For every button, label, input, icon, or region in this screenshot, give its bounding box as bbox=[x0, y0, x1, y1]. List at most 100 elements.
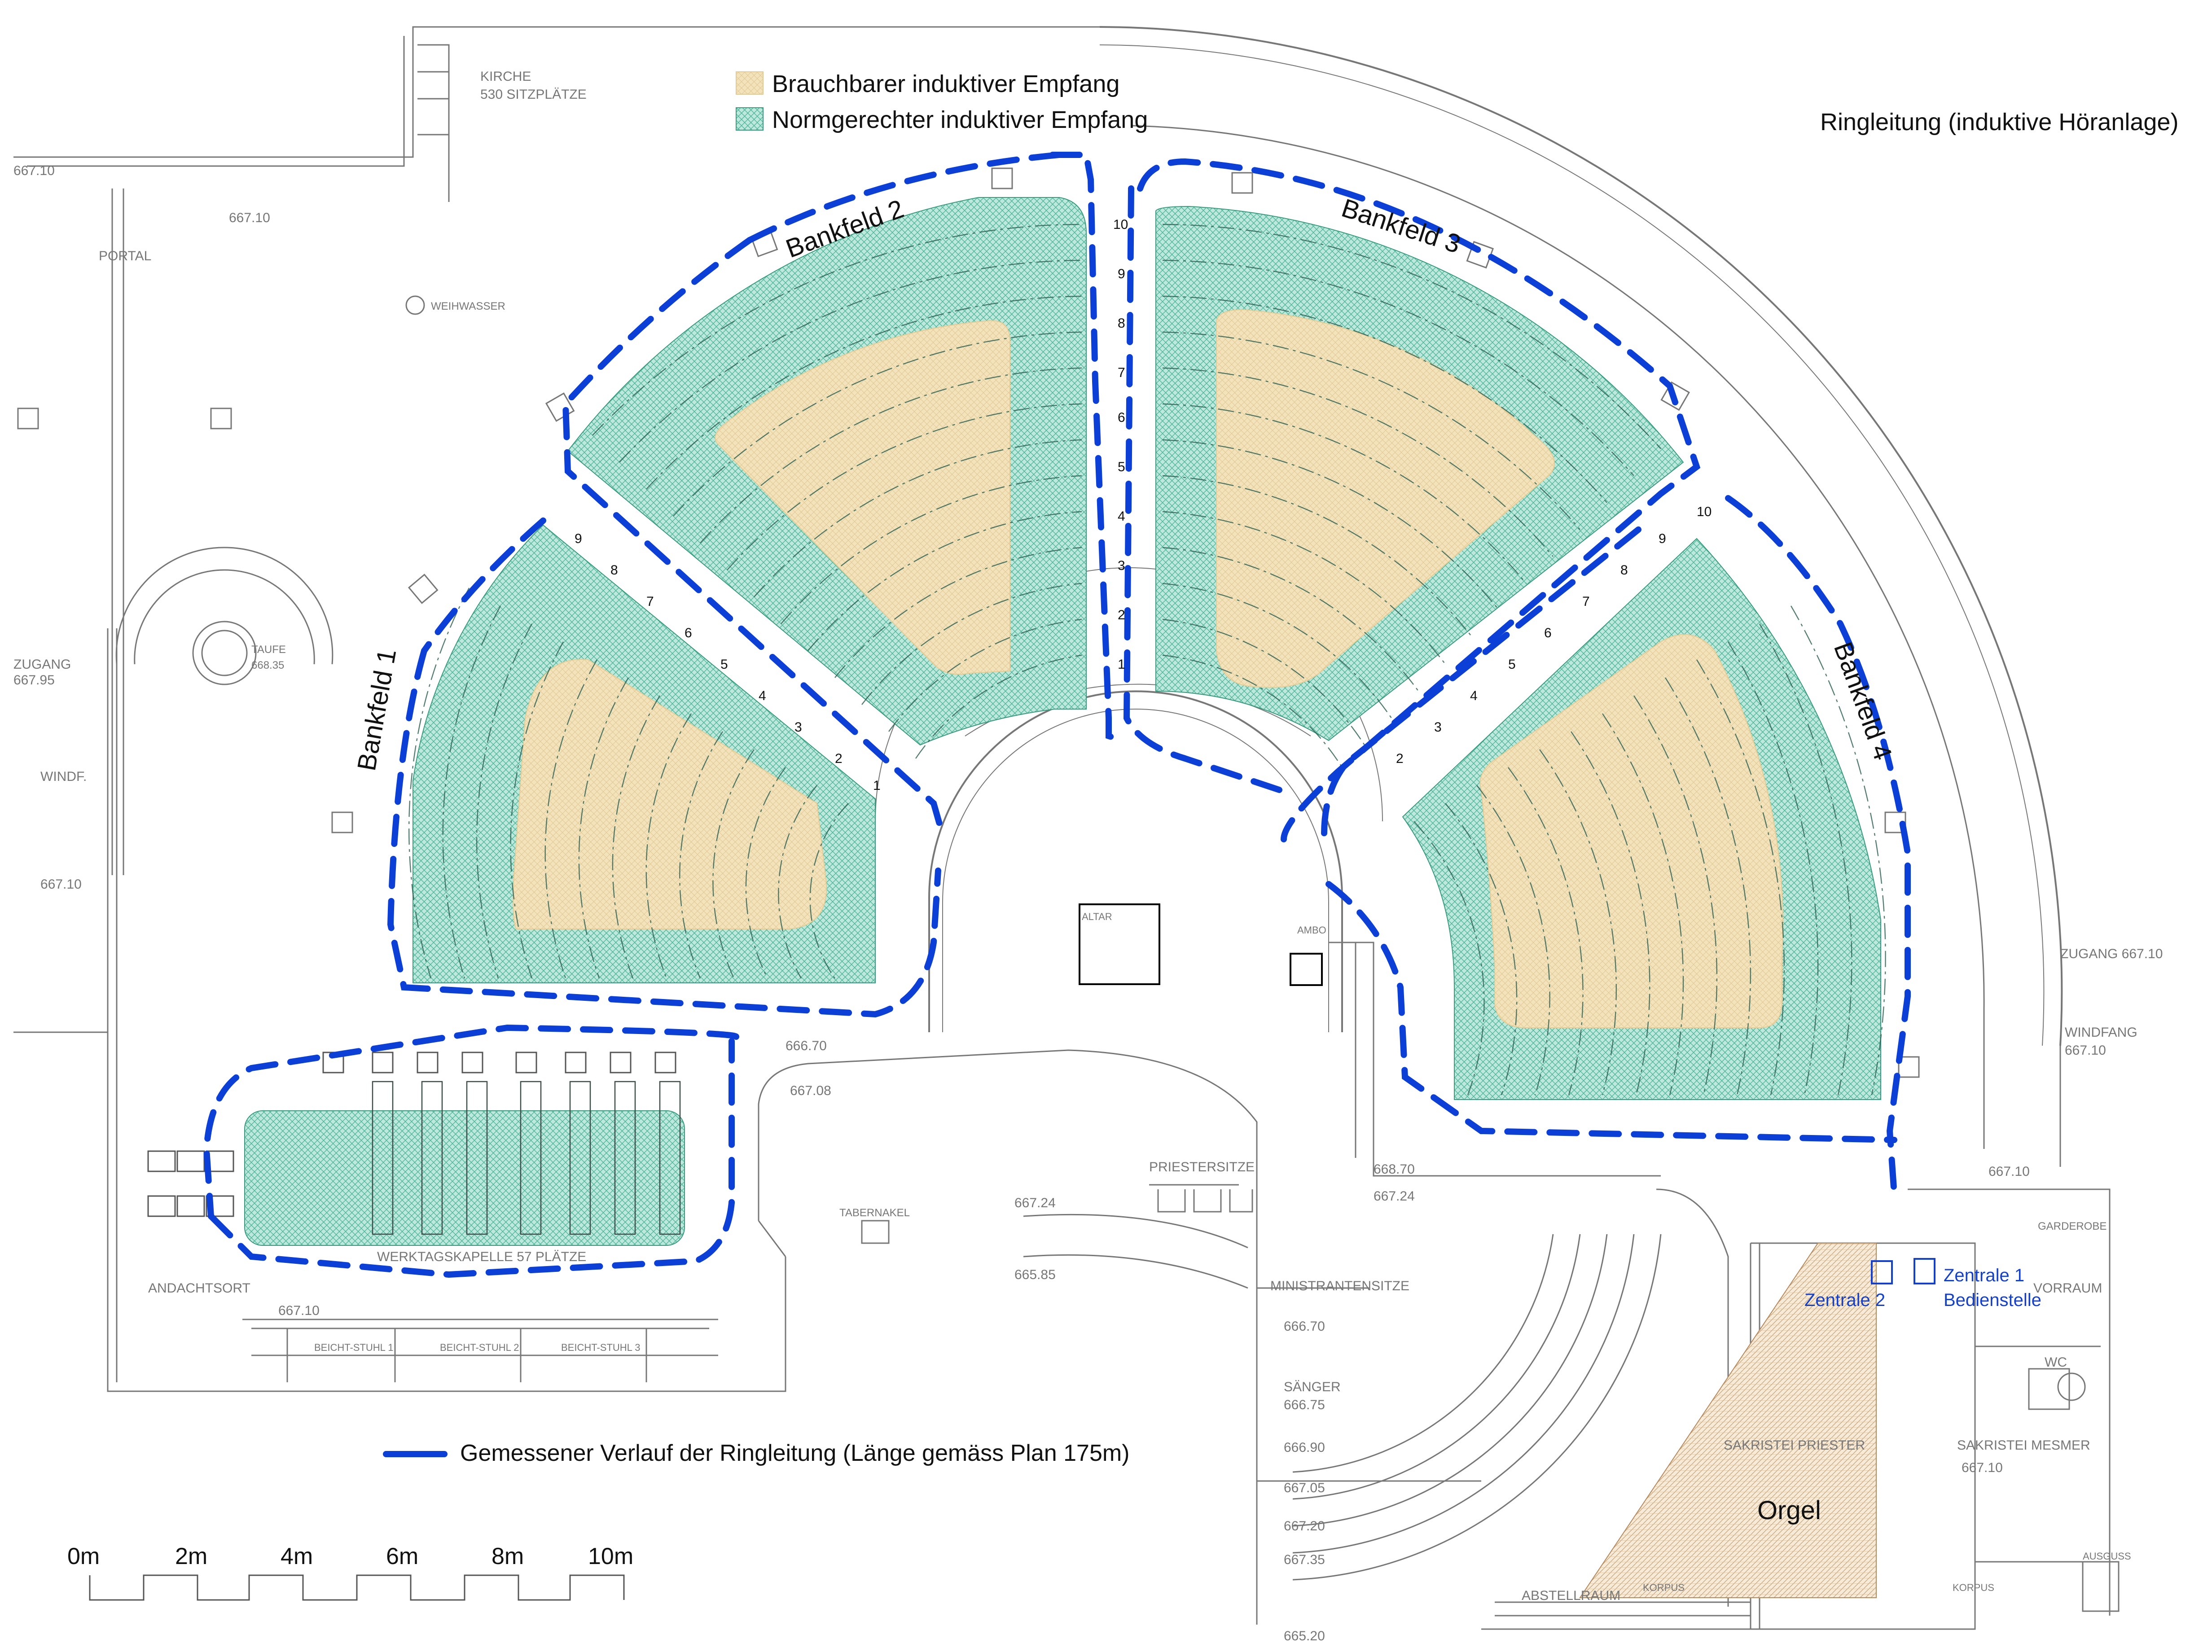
level-label: 665.20 bbox=[1284, 1629, 1325, 1643]
room-label-ambo: AMBO bbox=[1297, 925, 1326, 936]
level-label: 667.20 bbox=[1284, 1519, 1325, 1534]
level-label: 668.70 bbox=[1374, 1162, 1415, 1177]
room-label-singers: SÄNGER bbox=[1284, 1380, 1341, 1394]
scale-label: 8m bbox=[492, 1543, 524, 1569]
room-label-church: KIRCHE bbox=[480, 69, 531, 84]
bankfeld-2-usable-zone bbox=[715, 320, 1010, 675]
zentrale-2-label: Zentrale 2 bbox=[1804, 1290, 1885, 1310]
room-label-wc: WC bbox=[2045, 1355, 2067, 1370]
room-label-windfang: WINDF. bbox=[40, 769, 87, 784]
row-num: 10 bbox=[1697, 504, 1712, 519]
room-label-wardrobe: GARDEROBE bbox=[2038, 1220, 2107, 1232]
room-label-seats: 530 SITZPLÄTZE bbox=[480, 87, 587, 102]
bankfeld-3-usable-zone bbox=[1216, 309, 1555, 688]
row-num: 5 bbox=[1508, 657, 1516, 672]
scale-label: 10m bbox=[588, 1543, 633, 1569]
row-num: 6 bbox=[1118, 410, 1125, 425]
scale-label: 4m bbox=[281, 1543, 313, 1569]
room-label-corpus: KORPUS bbox=[1643, 1582, 1685, 1593]
row-num: 3 bbox=[794, 720, 802, 735]
row-num: 1 bbox=[873, 778, 881, 793]
zentrale-1-box bbox=[1914, 1258, 1936, 1284]
chapel-pews bbox=[372, 1081, 681, 1235]
room-label-tabernacle: TABERNAKEL bbox=[839, 1207, 910, 1219]
level-label: 667.08 bbox=[790, 1083, 831, 1098]
room-label-windfang-right: WINDFANG bbox=[2065, 1025, 2137, 1040]
scale-bar bbox=[89, 1574, 625, 1601]
room-label-ministrant: MINISTRANTENSITZE bbox=[1270, 1279, 1409, 1293]
room-label-entrance-right: ZUGANG 667.10 bbox=[2060, 947, 2163, 961]
room-label-organ: Orgel bbox=[1757, 1496, 1821, 1525]
room-label-entrance-left-level: 667.95 bbox=[13, 673, 55, 688]
row-num: 4 bbox=[1118, 509, 1125, 524]
level-label: 666.70 bbox=[786, 1039, 827, 1053]
bankfeld-4-label: Bankfeld 4 bbox=[1828, 638, 1898, 764]
bankfeld-1-usable-zone bbox=[513, 659, 827, 929]
level-label: 666.90 bbox=[1284, 1440, 1325, 1455]
legend-standard-swatch bbox=[736, 107, 764, 131]
room-label-chapel: WERKTAGSKAPELLE 57 PLÄTZE bbox=[377, 1249, 586, 1264]
level-label: 667.24 bbox=[1014, 1196, 1056, 1210]
legend-loop-label: Gemessener Verlauf der Ringleitung (Läng… bbox=[460, 1440, 1130, 1466]
zentrale-2-box bbox=[1871, 1260, 1893, 1284]
room-label-outlet: AUSGUSS bbox=[2083, 1551, 2131, 1562]
zentrale-1-sublabel: Bedienstelle bbox=[1944, 1290, 2041, 1310]
row-num: 3 bbox=[1434, 720, 1442, 735]
row-num: 9 bbox=[575, 531, 582, 546]
room-label-confession3: BEICHT-STUHL 3 bbox=[561, 1342, 640, 1353]
zentrale-1-label: Zentrale 1 bbox=[1944, 1266, 2024, 1285]
row-num: 5 bbox=[1118, 460, 1125, 474]
page-title: Ringleitung (induktive Höranlage) bbox=[1820, 109, 2178, 136]
level-label: 667.10 bbox=[13, 163, 55, 178]
row-num: 2 bbox=[835, 751, 843, 766]
level-label: 667.10 bbox=[1988, 1164, 2030, 1179]
row-numbers-left: 1 2 3 4 5 6 7 8 9 bbox=[575, 531, 881, 793]
scale-label: 2m bbox=[175, 1543, 207, 1569]
room-label-holy-water: WEIHWASSER bbox=[431, 300, 505, 312]
row-num: 7 bbox=[1118, 365, 1125, 380]
row-num: 9 bbox=[1659, 531, 1666, 546]
row-num: 6 bbox=[685, 626, 692, 640]
room-label-prayer-place: ANDACHTSORT bbox=[148, 1281, 250, 1296]
room-label-portal: PORTAL bbox=[99, 249, 151, 263]
legend-usable-swatch bbox=[736, 71, 764, 95]
level-label: 667.10 bbox=[40, 877, 82, 892]
level-label: 667.05 bbox=[1284, 1481, 1325, 1495]
row-num: 9 bbox=[1118, 267, 1125, 281]
row-num: 6 bbox=[1544, 626, 1552, 640]
chapel-standard-zone bbox=[244, 1110, 685, 1246]
row-num: 10 bbox=[1113, 217, 1128, 232]
level-label: 666.75 bbox=[1284, 1398, 1325, 1412]
level-label: 667.35 bbox=[1284, 1552, 1325, 1567]
room-label-baptism-level: 668.35 bbox=[251, 659, 284, 671]
legend-usable-label: Brauchbarer induktiver Empfang bbox=[772, 70, 1119, 97]
room-label-baptism: TAUFE bbox=[251, 644, 286, 656]
row-numbers-right: 2 3 4 5 6 7 8 9 10 bbox=[1396, 504, 1712, 766]
room-label-altar: ALTAR bbox=[1082, 911, 1112, 922]
row-num: 5 bbox=[720, 657, 728, 672]
legend-standard-label: Normgerechter induktiver Empfang bbox=[772, 106, 1148, 133]
level-label: 667.10 bbox=[1962, 1460, 2003, 1475]
row-numbers-center: 1 2 3 4 5 6 7 8 9 10 bbox=[1113, 217, 1128, 672]
room-label-storage: ABSTELLRAUM bbox=[1522, 1588, 1620, 1603]
level-label: 667.24 bbox=[1374, 1189, 1415, 1204]
level-label: 667.10 bbox=[2065, 1043, 2106, 1058]
row-num: 8 bbox=[1118, 316, 1125, 331]
room-label-sacristy-mesmer: SAKRISTEI MESMER bbox=[1957, 1438, 2090, 1453]
row-num: 2 bbox=[1396, 751, 1404, 766]
row-num: 3 bbox=[1118, 558, 1125, 573]
organ-zone bbox=[1579, 1243, 1877, 1598]
scale-label: 6m bbox=[386, 1543, 418, 1569]
row-num: 7 bbox=[1582, 594, 1590, 609]
room-label-corpus-2: KORPUS bbox=[1953, 1582, 1994, 1593]
room-label-confession1: BEICHT-STUHL 1 bbox=[314, 1342, 393, 1353]
row-num: 7 bbox=[646, 594, 654, 609]
row-num: 8 bbox=[1620, 563, 1628, 578]
room-label-sacristy-priest: SAKRISTEI PRIESTER bbox=[1724, 1438, 1865, 1453]
row-num: 4 bbox=[759, 688, 766, 703]
room-label-confession2: BEICHT-STUHL 2 bbox=[440, 1342, 519, 1353]
row-num: 1 bbox=[1118, 657, 1125, 672]
level-label: 666.70 bbox=[1284, 1319, 1325, 1334]
